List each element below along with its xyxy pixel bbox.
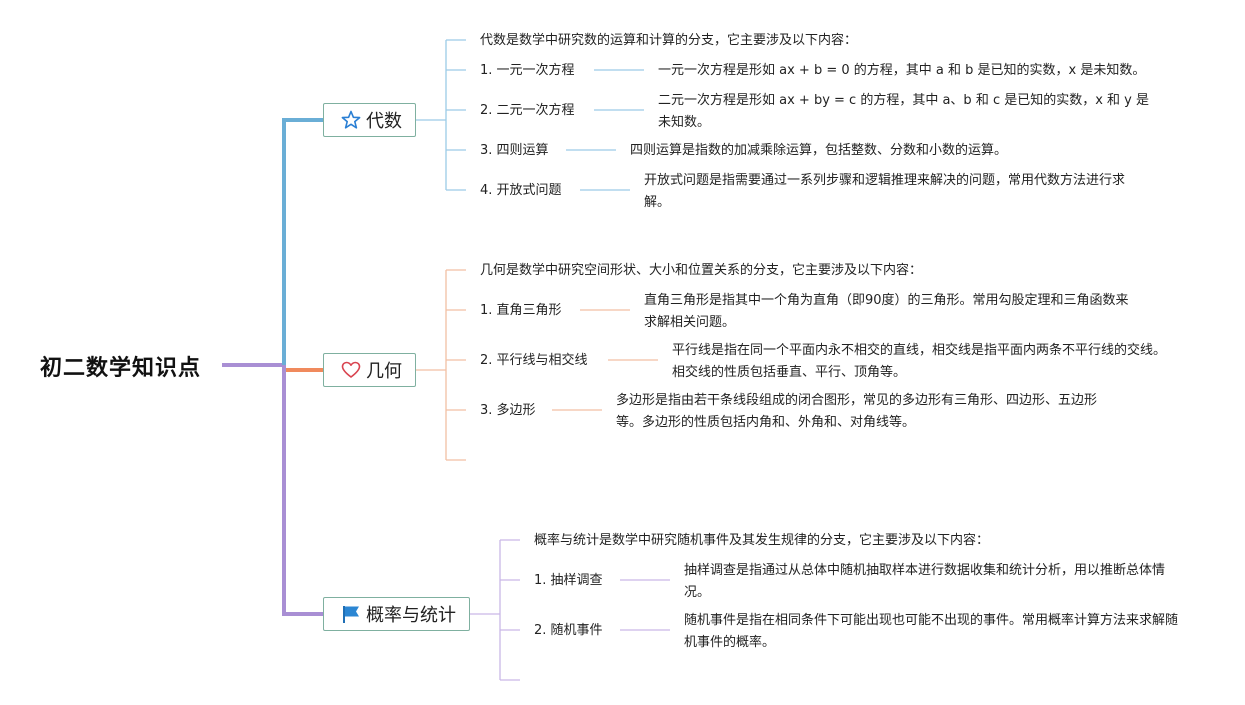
subtopic-description: 多边形是指由若干条线段组成的闭合图形，常见的多边形有三角形、四边形、五边形等。多… [616,393,1098,430]
subtopic-description: 四则运算是指数的加减乘除运算，包括整数、分数和小数的运算。 [630,143,1008,158]
heart-icon [340,359,362,381]
branch-label: 概率与统计 [366,605,456,626]
subtopic-description: 二元一次方程是形如 ax + by = c 的方程，其中 a、b 和 c 是已知… [658,93,1150,130]
branch-label: 代数 [366,111,402,132]
root-topic[interactable]: 初二数学知识点 [40,356,202,381]
subtopic-title[interactable]: 1. 一元一次方程 [480,63,575,78]
intro-text: 概率与统计是数学中研究随机事件及其发生规律的分支，它主要涉及以下内容： [534,533,990,548]
subtopic-description: 直角三角形是指其中一个角为直角（即90度）的三角形。常用勾股定理和三角函数来求解… [644,293,1129,330]
subtopic-description: 抽样调查是指通过从总体中随机抽取样本进行数据收集和统计分析，用以推断总体情况。 [684,563,1166,600]
subtopic-title[interactable]: 2. 平行线与相交线 [480,353,588,368]
branch-label: 几何 [366,361,402,382]
subtopic-title[interactable]: 1. 直角三角形 [480,303,562,318]
branch-geometry[interactable]: 几何 [323,353,416,387]
subtopic-title[interactable]: 2. 随机事件 [534,623,603,638]
intro-text: 几何是数学中研究空间形状、大小和位置关系的分支，它主要涉及以下内容： [480,263,923,278]
subtopic-title[interactable]: 2. 二元一次方程 [480,103,575,118]
subtopic-title[interactable]: 1. 抽样调查 [534,573,603,588]
flag-icon [340,603,362,625]
subtopic-description: 平行线是指在同一个平面内永不相交的直线，相交线是指平面内两条不平行线的交线。相交… [672,343,1167,380]
subtopic-title[interactable]: 4. 开放式问题 [480,183,562,198]
subtopic-description: 随机事件是指在相同条件下可能出现也可能不出现的事件。常用概率计算方法来求解随机事… [684,613,1179,650]
subtopic-description: 一元一次方程是形如 ax + b = 0 的方程，其中 a 和 b 是已知的实数… [658,63,1146,78]
branch-probability[interactable]: 概率与统计 [323,597,470,631]
subtopic-title[interactable]: 3. 多边形 [480,403,536,418]
star-icon [340,109,362,131]
subtopic-title[interactable]: 3. 四则运算 [480,143,549,158]
branch-algebra[interactable]: 代数 [323,103,416,137]
subtopic-description: 开放式问题是指需要通过一系列步骤和逻辑推理来解决的问题，常用代数方法进行求解。 [644,173,1126,210]
intro-text: 代数是数学中研究数的运算和计算的分支，它主要涉及以下内容： [480,33,858,48]
